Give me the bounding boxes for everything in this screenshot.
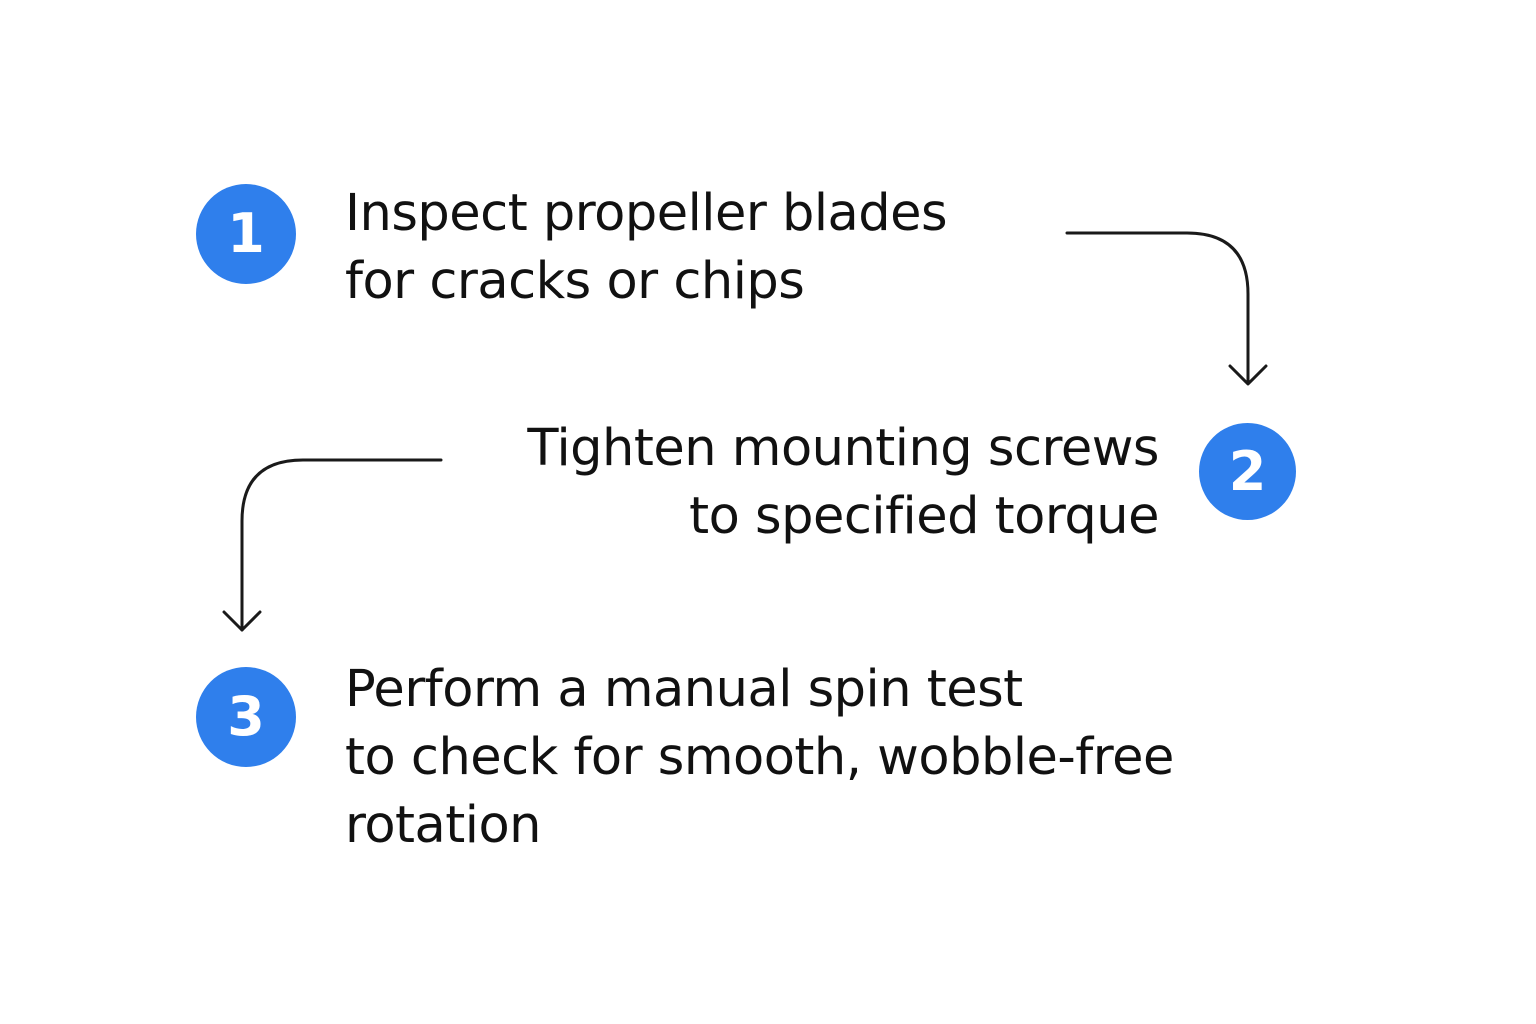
arrow-step1-to-step2 (1065, 231, 1250, 385)
step-1-line-1: Inspect propeller blades (345, 184, 948, 243)
arrowhead-step2-icon (1228, 364, 1268, 386)
arrowhead-step3-icon (222, 610, 262, 632)
step-2-line-2: to specified torque (689, 487, 1159, 546)
step-3-line-2: to check for smooth, wobble-free (345, 728, 1174, 787)
step-2-badge: 2 (1199, 423, 1296, 520)
arrow-step2-to-step3 (240, 458, 443, 632)
step-3-text: Perform a manual spin test to check for … (345, 656, 1174, 860)
step-1-text: Inspect propeller blades for cracks or c… (345, 180, 948, 316)
step-3-line-1: Perform a manual spin test (345, 660, 1023, 719)
step-3-line-3: rotation (345, 796, 541, 855)
step-2-text: Tighten mounting screws to specified tor… (527, 415, 1159, 551)
step-2-number: 2 (1228, 439, 1267, 503)
step-1-number: 1 (227, 202, 265, 265)
step-1-line-2: for cracks or chips (345, 252, 805, 311)
step-3-badge: 3 (196, 667, 296, 767)
step-1-badge: 1 (196, 184, 296, 284)
step-3-number: 3 (227, 685, 265, 748)
step-2-line-1: Tighten mounting screws (527, 419, 1159, 478)
